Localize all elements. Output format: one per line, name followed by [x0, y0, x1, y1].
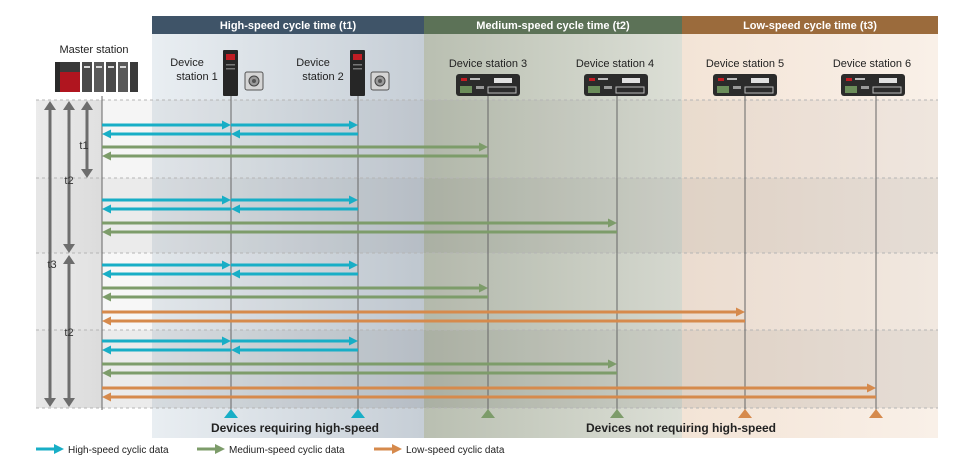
band-row-4: [36, 330, 938, 408]
medium-s4-back-head: [102, 227, 111, 237]
station-4-label: Device station 4: [576, 58, 654, 70]
time-axis: [44, 101, 93, 407]
station-2-label-a: Device: [296, 57, 330, 69]
high-out-1-head: [222, 120, 231, 130]
low-s6-back-head: [102, 392, 111, 402]
medium-s4-b-out-head: [608, 359, 617, 369]
station-labels: Device station 1 Device station 2 Device…: [170, 57, 911, 83]
header-low-label: Low-speed cycle time (t3): [743, 20, 877, 32]
medium-s4-b-back-head: [102, 368, 111, 378]
header-bars: High-speed cycle time (t1) Medium-speed …: [152, 16, 938, 34]
io-module-icon-6: [841, 74, 905, 96]
high-back-2-head: [231, 129, 240, 139]
header-medium: [424, 16, 682, 34]
marker-station-6: [869, 409, 883, 418]
caption-requiring: Devices requiring high-speed: [211, 421, 379, 435]
medium-s4-out-head: [608, 218, 617, 228]
marker-station-2: [351, 409, 365, 418]
legend: High-speed cyclic data Medium-speed cycl…: [36, 444, 505, 456]
data-arrows: [102, 120, 876, 402]
medium-speed-zone: [424, 34, 682, 438]
column-backgrounds: [36, 34, 938, 438]
master-station-icon: [55, 62, 138, 92]
marker-station-3: [481, 409, 495, 418]
low-s5-out-head: [736, 307, 745, 317]
station-1-label-a: Device: [170, 57, 204, 69]
low-speed-zone: [682, 34, 938, 438]
station-3-label: Device station 3: [449, 58, 527, 70]
t2-upper-label: t2: [64, 175, 73, 187]
header-high-label: High-speed cycle time (t1): [220, 20, 357, 32]
medium-s3-out-head: [479, 142, 488, 152]
t1-label: t1: [79, 140, 88, 152]
band-row-1: [36, 100, 938, 178]
header-medium-label: Medium-speed cycle time (t2): [476, 20, 630, 32]
io-module-icon-4: [584, 74, 648, 96]
high-back-1-head: [102, 129, 111, 139]
low-s5-back-head: [102, 316, 111, 326]
marker-station-4: [610, 409, 624, 418]
legend-medium: Medium-speed cyclic data: [197, 444, 345, 456]
master-station-label: Master station: [59, 44, 128, 56]
station-1-label-b: station 1: [176, 71, 218, 83]
t2-lower-label: t2: [64, 327, 73, 339]
row-separators: [36, 99, 938, 409]
t3-label: t3: [47, 259, 56, 271]
high-back-1-head: [102, 345, 111, 355]
high-back-1-head: [102, 204, 111, 214]
servo-drive-icon-1: [223, 50, 264, 96]
station-6-label: Device station 6: [833, 58, 911, 70]
marker-station-5: [738, 409, 752, 418]
high-speed-zone: [152, 34, 424, 438]
station-2-label-b: station 2: [302, 71, 344, 83]
caption-not-requiring: Devices not requiring high-speed: [586, 421, 776, 435]
header-high: [152, 16, 424, 34]
high-out-2-head: [349, 195, 358, 205]
servo-drive-icon-2: [350, 50, 390, 96]
station-5-label: Device station 5: [706, 58, 784, 70]
legend-low: Low-speed cyclic data: [374, 444, 505, 456]
high-out-1-head: [222, 260, 231, 270]
header-low: [682, 16, 938, 34]
high-out-2-head: [349, 336, 358, 346]
high-back-2-head: [231, 204, 240, 214]
high-out-2-head: [349, 120, 358, 130]
time-labels: t1 t2 t3 t2: [47, 140, 88, 339]
station-markers: [224, 409, 883, 418]
medium-s3-b-back-head: [102, 292, 111, 302]
high-out-1-head: [222, 195, 231, 205]
legend-high-label: High-speed cyclic data: [68, 445, 169, 456]
high-back-2-head: [231, 345, 240, 355]
legend-high: High-speed cyclic data: [36, 444, 169, 456]
io-module-icon-5: [713, 74, 777, 96]
legend-low-label: Low-speed cyclic data: [406, 445, 505, 456]
high-out-2-head: [349, 260, 358, 270]
marker-station-1: [224, 409, 238, 418]
medium-s3-b-out-head: [479, 283, 488, 293]
legend-medium-label: Medium-speed cyclic data: [229, 445, 345, 456]
high-back-1-head: [102, 269, 111, 279]
band-row-2: [36, 178, 938, 253]
io-module-icon-3: [456, 74, 520, 96]
medium-s3-back-head: [102, 151, 111, 161]
low-s6-out-head: [867, 383, 876, 393]
high-out-1-head: [222, 336, 231, 346]
high-back-2-head: [231, 269, 240, 279]
